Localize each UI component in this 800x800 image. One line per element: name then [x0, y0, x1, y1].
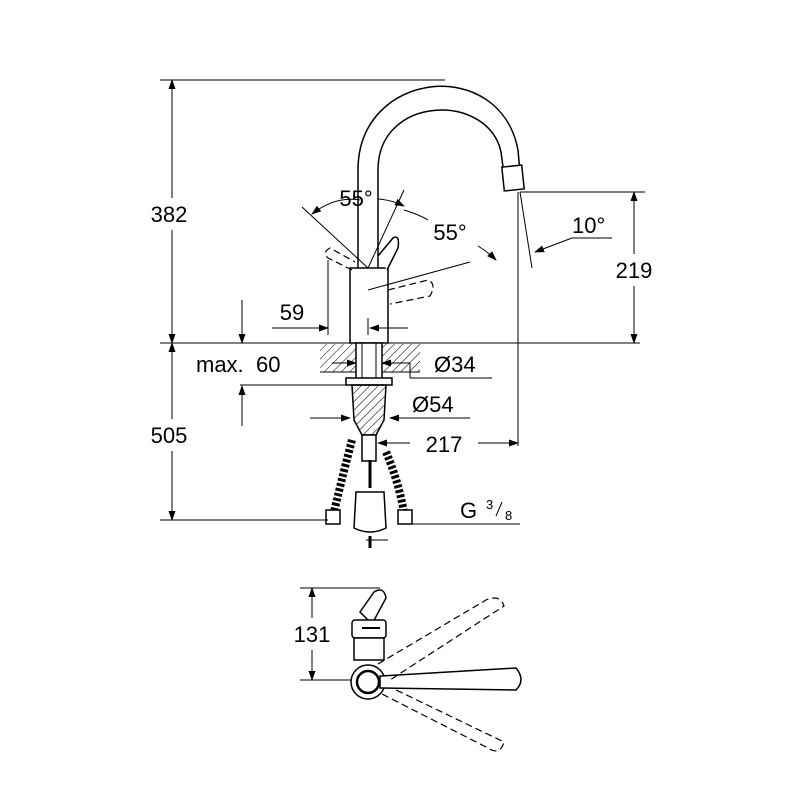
spout-gooseneck	[357, 85, 526, 268]
plan-spout-dashed-up	[377, 597, 505, 681]
lever-center	[377, 236, 400, 271]
label-55deg-top: 55°	[339, 186, 372, 211]
supply-hoses	[325, 438, 413, 548]
label-55deg-side: 55°	[433, 220, 466, 245]
label-131: 131	[294, 622, 331, 647]
dim-thread: G 3 8	[412, 497, 520, 525]
label-thread-den: 8	[505, 508, 512, 523]
label-g: G	[460, 498, 477, 523]
dim-angle-top: 55°	[301, 186, 405, 269]
label-382: 382	[151, 202, 188, 227]
label-d34: Ø34	[434, 352, 476, 377]
plan-view: 131	[284, 587, 522, 752]
hose-weight	[353, 491, 387, 533]
mounting-shank	[345, 342, 393, 462]
counter-hatch-left	[320, 344, 360, 372]
dim-total-height: 382	[140, 79, 445, 344]
dim-max-thickness: max. 60	[196, 300, 352, 426]
plan-spout-solid	[379, 667, 522, 691]
label-max: max.	[196, 352, 244, 377]
dim-spout-height: 219	[520, 191, 665, 344]
lever-left-dashed	[324, 247, 356, 271]
plan-lever	[359, 589, 387, 626]
dim-projection: 217	[377, 432, 519, 457]
faucet-body	[349, 267, 389, 344]
label-505: 505	[151, 423, 188, 448]
spray-head-nozzle	[500, 164, 526, 192]
dim-flange-diameter: Ø54	[310, 392, 470, 422]
dim-angle-side: 55°	[367, 209, 497, 291]
counter-hatch-right	[380, 344, 420, 372]
label-thread-num: 3	[486, 497, 493, 512]
dim-spout-angle: 10°	[519, 191, 612, 269]
label-10deg: 10°	[572, 213, 605, 238]
label-217: 217	[426, 432, 463, 457]
lever-right-dashed	[387, 279, 434, 305]
dim-hole-diameter: Ø34	[332, 352, 492, 379]
label-d54: Ø54	[412, 392, 454, 417]
label-59: 59	[280, 300, 304, 325]
label-60: 60	[256, 352, 280, 377]
dim-lever-offset: 59	[272, 260, 408, 335]
dim-below-height: 505	[140, 342, 328, 521]
label-219: 219	[616, 258, 653, 283]
plan-spout-dashed-down	[381, 687, 505, 752]
